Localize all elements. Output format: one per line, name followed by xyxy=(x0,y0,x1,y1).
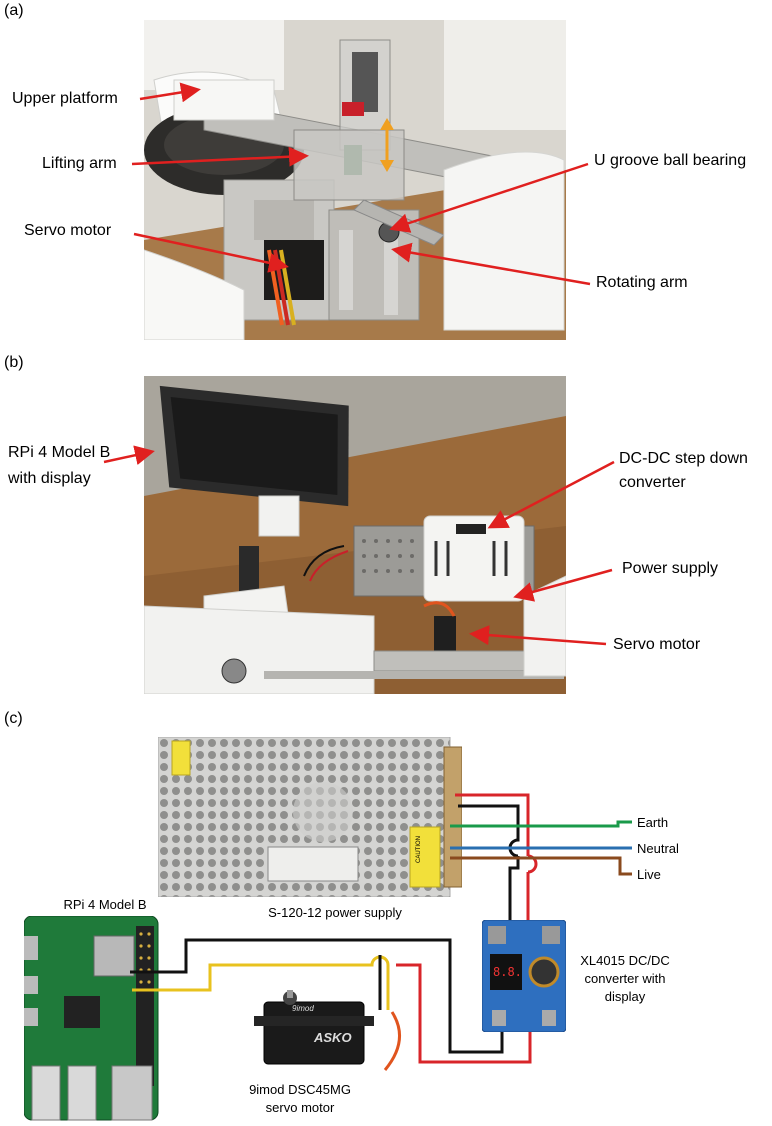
servo-cable xyxy=(383,1011,402,1071)
label-u-groove-bearing: U groove ball bearing xyxy=(594,152,747,169)
label-live: Live xyxy=(637,867,661,882)
wire-dc-minus-mid xyxy=(508,856,520,920)
wire-dc-plus-hop xyxy=(527,854,538,874)
panel-c-letter: (c) xyxy=(4,710,23,727)
panel-b-letter: (b) xyxy=(4,354,24,371)
label-lifting-arm: Lifting arm xyxy=(42,155,117,172)
label-rotating-arm: Rotating arm xyxy=(596,274,688,291)
rpi-board-illustration xyxy=(24,916,159,1121)
rpi-board xyxy=(24,916,162,1122)
label-converter-line1: XL4015 DC/DC xyxy=(580,953,670,968)
label-rpi: RPi 4 Model B xyxy=(63,897,147,912)
panel-a-photo xyxy=(144,20,566,340)
label-converter-line3: display xyxy=(604,989,646,1004)
wire-dc-plus-top xyxy=(455,793,530,856)
panel-a-illustration xyxy=(144,20,566,340)
label-dcdc-line2: converter xyxy=(619,474,686,491)
label-servo-line2: servo motor xyxy=(265,1100,335,1115)
panel-a-letter: (a) xyxy=(4,2,24,19)
servo-model-text: ASKO xyxy=(314,1030,352,1045)
label-power-supply: Power supply xyxy=(622,560,719,577)
label-neutral: Neutral xyxy=(637,841,679,856)
converter-board: 8.8. xyxy=(482,920,566,1032)
wire-earth xyxy=(450,820,632,828)
label-converter-line2: converter with xyxy=(584,971,666,986)
label-servo-motor-b: Servo motor xyxy=(613,636,701,653)
panel-b-photo xyxy=(144,376,566,694)
servo-motor: 9imod ASKO xyxy=(254,990,374,1070)
label-rpi-display-line1: RPi 4 Model B xyxy=(8,444,111,461)
servo-brand-text: 9imod xyxy=(292,1004,314,1013)
psu-illustration xyxy=(158,737,462,897)
panel-b-illustration xyxy=(144,376,566,694)
wire-live xyxy=(450,856,632,876)
label-rpi-display-line2: with display xyxy=(8,470,91,487)
label-dcdc-line1: DC-DC step down xyxy=(619,450,748,467)
psu-caution-text: CAUTION xyxy=(416,836,422,863)
svg-text:8.8.: 8.8. xyxy=(493,965,522,979)
label-upper-platform: Upper platform xyxy=(12,90,118,107)
label-earth: Earth xyxy=(637,815,669,830)
psu-unit: CAUTION xyxy=(158,737,462,897)
label-servo-line1: 9imod DSC45MG xyxy=(249,1082,351,1097)
converter-illustration: 8.8. xyxy=(482,920,566,1032)
wire-dc-minus-top xyxy=(458,804,520,858)
label-psu: S-120-12 power supply xyxy=(268,905,402,920)
label-servo-motor-a: Servo motor xyxy=(24,222,112,239)
